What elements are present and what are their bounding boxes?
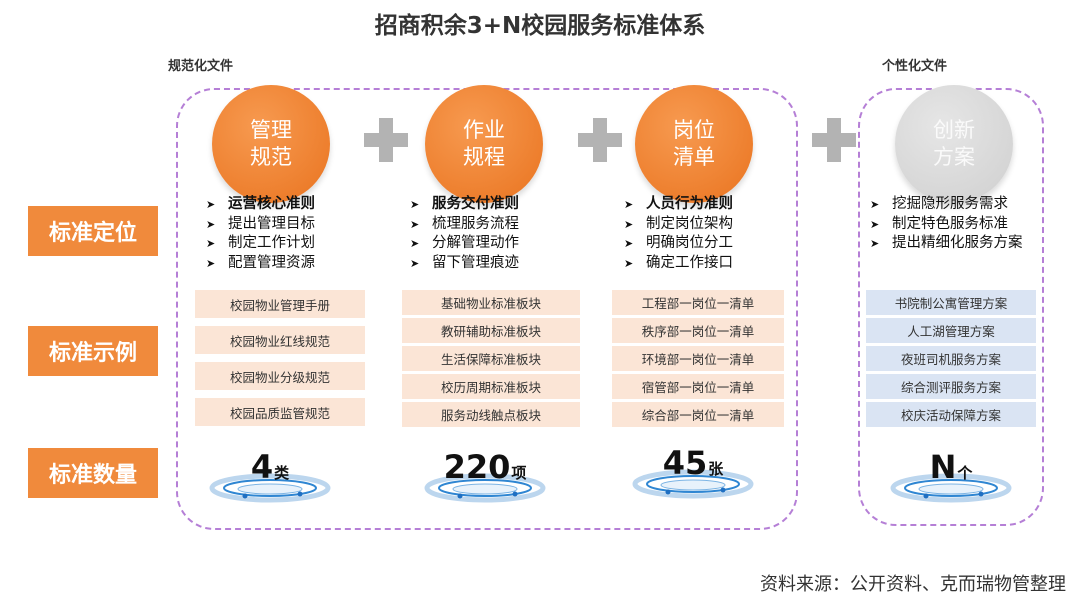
arrow-bullet-icon: ➤ <box>870 198 880 211</box>
circle-text-line1: 岗位 <box>673 118 715 142</box>
arrow-bullet-icon: ➤ <box>410 217 420 231</box>
pedestal-ring-icon <box>209 473 331 503</box>
list-item: ➤确定工作接口 <box>624 254 733 274</box>
arrow-bullet-icon: ➤ <box>870 237 880 250</box>
example-tag: 宿管部一岗位一清单 <box>612 374 784 399</box>
list-item: ➤人员行为准则 <box>624 195 733 215</box>
list-item: ➤提出管理目标 <box>206 215 315 235</box>
example-tag: 校园品质监管规范 <box>195 398 365 426</box>
example-tag: 校庆活动保障方案 <box>866 402 1036 427</box>
count-number: 45 <box>662 444 708 482</box>
count-post-list: 45 张 <box>628 444 758 482</box>
pedestal-ring-icon <box>890 473 1012 503</box>
list-item: ➤制定岗位架构 <box>624 215 733 235</box>
example-tag: 工程部一岗位一清单 <box>612 290 784 315</box>
list-item: ➤留下管理痕迹 <box>410 254 519 274</box>
diagram-title: 招商积余3+N校园服务标准体系 <box>374 13 706 39</box>
example-tag: 生活保障标准板块 <box>402 346 580 371</box>
circle-innovation-plan: 创新 方案 <box>895 85 1013 203</box>
arrow-bullet-icon: ➤ <box>624 256 634 270</box>
circle-text-line2: 清单 <box>673 145 715 169</box>
example-tag: 综合测评服务方案 <box>866 374 1036 399</box>
example-tag: 环境部一岗位一清单 <box>612 346 784 371</box>
example-tag: 书院制公寓管理方案 <box>866 290 1036 315</box>
example-tag: 夜班司机服务方案 <box>866 346 1036 371</box>
row-label-positioning: 标准定位 <box>28 206 158 256</box>
plus-icon <box>364 118 408 162</box>
example-tag: 综合部一岗位一清单 <box>612 402 784 427</box>
circle-text-line2: 规程 <box>463 145 505 169</box>
row-label-examples: 标准示例 <box>28 326 158 376</box>
example-tag: 秩序部一岗位一清单 <box>612 318 784 343</box>
count-unit: 张 <box>708 460 724 478</box>
example-tag: 服务动线触点板块 <box>402 402 580 427</box>
group-label-standard: 规范化文件 <box>168 59 234 74</box>
count-management-standard: 4 类 <box>205 448 335 486</box>
example-tag: 校历周期标准板块 <box>402 374 580 399</box>
row-label-quantity: 标准数量 <box>28 448 158 498</box>
circle-operation-procedure: 作业 规程 <box>425 85 543 203</box>
arrow-bullet-icon: ➤ <box>206 237 216 250</box>
pedestal-ring-icon <box>424 473 546 503</box>
circle-post-list: 岗位 清单 <box>635 85 753 203</box>
count-unit: 个 <box>957 464 973 482</box>
bullets-column-2: ➤服务交付准则 ➤梳理服务流程 ➤分解管理动作 ➤留下管理痕迹 <box>410 195 519 273</box>
arrow-bullet-icon: ➤ <box>206 217 216 231</box>
circle-text-line1: 管理 <box>250 118 292 142</box>
bullets-column-3: ➤人员行为准则 ➤制定岗位架构 ➤明确岗位分工 ➤确定工作接口 <box>624 195 733 273</box>
arrow-bullet-icon: ➤ <box>624 198 634 211</box>
circle-text-line2: 规范 <box>250 145 292 169</box>
example-tag: 基础物业标准板块 <box>402 290 580 315</box>
count-number: N <box>929 448 957 486</box>
bullets-column-4: ➤挖掘隐形服务需求 ➤制定特色服务标准 ➤提出精细化服务方案 <box>870 195 1023 254</box>
list-item: ➤制定工作计划 <box>206 234 315 254</box>
count-innovation-plan: N 个 <box>886 448 1016 486</box>
example-tag: 教研辅助标准板块 <box>402 318 580 343</box>
arrow-bullet-icon: ➤ <box>870 217 880 231</box>
circle-text-line1: 创新 <box>933 118 975 142</box>
arrow-bullet-icon: ➤ <box>410 256 420 270</box>
bullets-column-1: ➤运营核心准则 ➤提出管理目标 ➤制定工作计划 ➤配置管理资源 <box>206 195 315 273</box>
list-item: ➤服务交付准则 <box>410 195 519 215</box>
plus-icon <box>812 118 856 162</box>
group-label-personal: 个性化文件 <box>882 59 948 74</box>
arrow-bullet-icon: ➤ <box>206 256 216 270</box>
count-unit: 类 <box>274 464 290 482</box>
list-item: ➤挖掘隐形服务需求 <box>870 195 1023 215</box>
arrow-bullet-icon: ➤ <box>624 217 634 231</box>
list-item: ➤提出精细化服务方案 <box>870 234 1023 254</box>
pedestal-ring-icon <box>632 469 754 499</box>
arrow-bullet-icon: ➤ <box>410 237 420 250</box>
list-item: ➤分解管理动作 <box>410 234 519 254</box>
example-tag: 校园物业分级规范 <box>195 362 365 390</box>
circle-management-standard: 管理 规范 <box>212 85 330 203</box>
count-number: 220 <box>443 448 511 486</box>
example-tag: 校园物业管理手册 <box>195 290 365 318</box>
source-note: 资料来源：公开资料、克而瑞物管整理 <box>760 574 1066 595</box>
arrow-bullet-icon: ➤ <box>206 198 216 211</box>
plus-icon <box>578 118 622 162</box>
circle-text-line2: 方案 <box>933 145 975 169</box>
circle-text-line1: 作业 <box>463 118 505 142</box>
arrow-bullet-icon: ➤ <box>624 237 634 250</box>
example-tag: 人工湖管理方案 <box>866 318 1036 343</box>
count-operation-procedure: 220 项 <box>420 448 550 486</box>
arrow-bullet-icon: ➤ <box>410 198 420 211</box>
list-item: ➤梳理服务流程 <box>410 215 519 235</box>
list-item: ➤明确岗位分工 <box>624 234 733 254</box>
list-item: ➤制定特色服务标准 <box>870 215 1023 235</box>
count-unit: 项 <box>511 464 527 482</box>
example-tag: 校园物业红线规范 <box>195 326 365 354</box>
list-item: ➤运营核心准则 <box>206 195 315 215</box>
count-number: 4 <box>250 448 274 486</box>
list-item: ➤配置管理资源 <box>206 254 315 274</box>
